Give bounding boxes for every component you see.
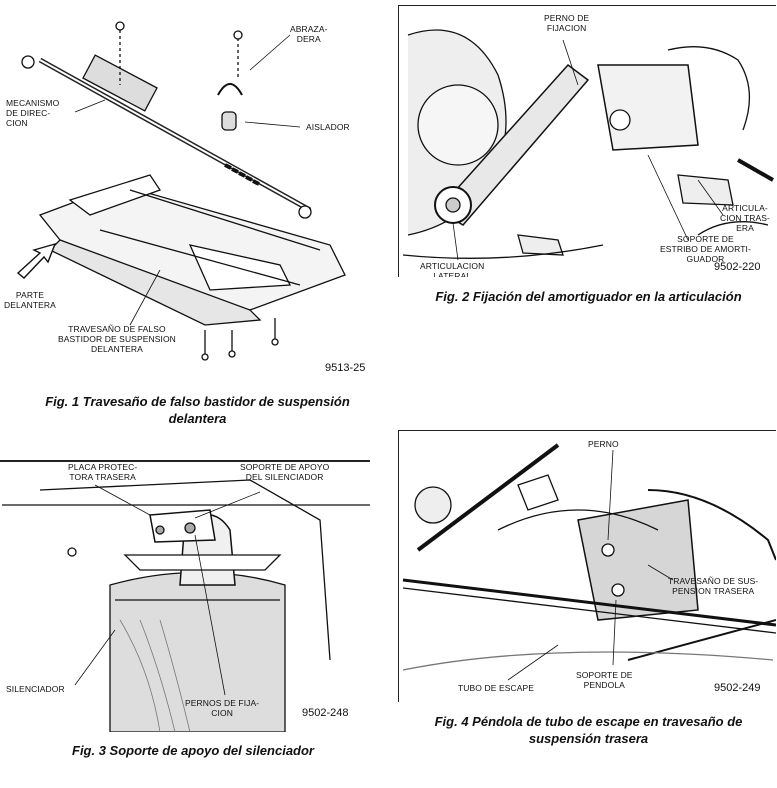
- label-pernos-fijacion: PERNOS DE FIJA- CION: [185, 698, 260, 718]
- label-articulacion-lateral: ARTICULACION LATERAL: [420, 261, 485, 277]
- label-soporte-estribo: SOPORTE DE ESTRIBO DE AMORTI- GUADOR: [660, 234, 751, 264]
- fig3-illustration: PLACA PROTEC- TORA TRASERA SOPORTE DE AP…: [0, 460, 386, 732]
- crossmember-drawing: [16, 21, 346, 361]
- fig3-caption: Fig. 3 Soporte de apoyo del silenciador: [72, 743, 314, 758]
- label-soporte-pendola: SOPORTE DE PENDOLA: [576, 670, 633, 690]
- label-travesano: TRAVESAÑO DE FALSO BASTIDOR DE SUSPENSIO…: [58, 324, 176, 354]
- label-articulacion-trasera: ARTICULA- CION TRAS- ERA: [720, 203, 770, 233]
- label-perno: PERNO: [588, 439, 619, 449]
- figure-code: 9502-249: [714, 682, 761, 694]
- label-aislador: AISLADOR: [306, 122, 350, 132]
- figure-code: 9502-220: [714, 261, 761, 273]
- label-mecanismo-direccion: MECANISMO DE DIREC- CION: [6, 98, 60, 128]
- label-travesano-trasera: TRAVESAÑO DE SUS- PENSION TRASERA: [668, 576, 759, 596]
- fig4-caption: Fig. 4 Péndola de tubo de escape en trav…: [434, 714, 743, 746]
- label-placa-protectora: PLACA PROTEC- TORA TRASERA: [68, 462, 138, 482]
- label-perno-fijacion: PERNO DE FIJACION: [544, 13, 590, 33]
- fig1-caption: Fig. 1 Travesaño de falso bastidor de su…: [45, 394, 350, 426]
- exhaust-hanger-drawing: [402, 443, 776, 681]
- fig1-illustration: ABRAZA- DERA MECANISMO DE DIREC- CION AI…: [0, 0, 390, 385]
- label-abrazadera: ABRAZA- DERA: [290, 24, 328, 44]
- fig4-illustration: PERNO TRAVESAÑO DE SUS- PENSION TRASERA …: [398, 430, 776, 702]
- muffler-support-drawing: [2, 479, 370, 732]
- fig2-caption: Fig. 2 Fijación del amortiguador en la a…: [435, 289, 742, 304]
- label-silenciador: SILENCIADOR: [6, 684, 65, 694]
- figure-code: 9502-248: [302, 707, 349, 719]
- shock-mount-drawing: [402, 29, 774, 261]
- figure-code: 9513-25: [325, 362, 366, 374]
- label-tubo-escape: TUBO DE ESCAPE: [458, 683, 535, 693]
- fig2-illustration: PERNO DE FIJACION ARTICULA- CION TRAS- E…: [398, 5, 776, 277]
- label-parte-delantera: PARTE DELANTERA: [4, 290, 56, 310]
- label-soporte-apoyo: SOPORTE DE APOYO DEL SILENCIADOR: [240, 462, 330, 482]
